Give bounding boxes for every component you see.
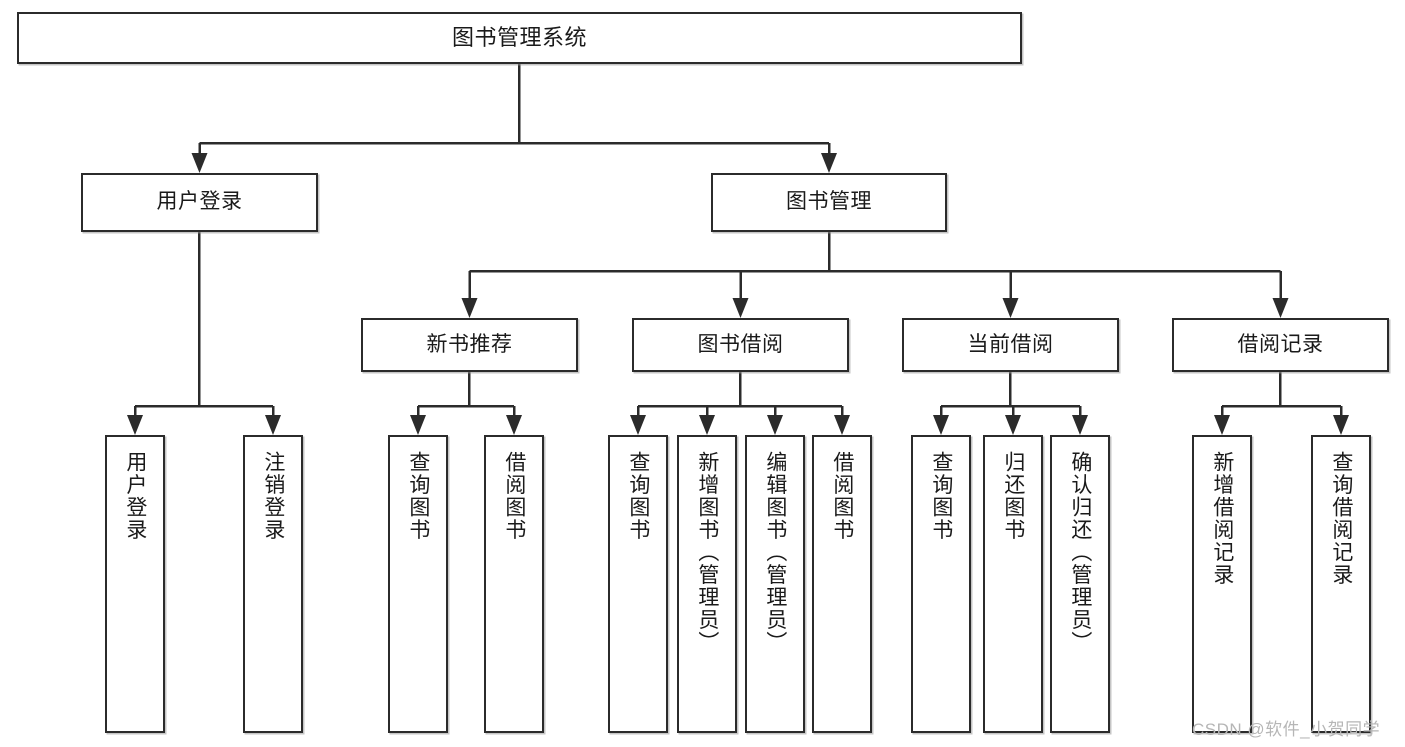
node-label: 借阅图书 bbox=[502, 451, 526, 541]
node-leaf-add-book: 新增图书（管理员） bbox=[677, 435, 737, 733]
node-label: 图书借阅 bbox=[697, 332, 784, 356]
arrowhead-borrow-record bbox=[1272, 298, 1289, 318]
node-label: 借阅记录 bbox=[1237, 332, 1324, 356]
node-label: 归还图书 bbox=[1001, 451, 1025, 541]
node-label: 注销登录 bbox=[261, 451, 285, 541]
node-label: 查询图书 bbox=[626, 451, 650, 541]
arrowhead-leaf-add-record bbox=[1214, 415, 1230, 435]
node-label: 借阅图书 bbox=[830, 451, 854, 541]
arrowhead-current-borrow bbox=[1002, 298, 1019, 318]
node-label: 当前借阅 bbox=[967, 332, 1054, 356]
node-new-book-rec: 新书推荐 bbox=[361, 318, 578, 372]
arrowhead-leaf-borrow-book-2 bbox=[834, 415, 850, 435]
node-leaf-borrow-book-2: 借阅图书 bbox=[812, 435, 872, 733]
node-leaf-return-book: 归还图书 bbox=[983, 435, 1043, 733]
arrowhead-leaf-edit-book bbox=[767, 415, 783, 435]
node-book-manage: 图书管理 bbox=[711, 173, 947, 232]
arrowhead-leaf-query-book-1 bbox=[410, 415, 426, 435]
node-label: 用户登录 bbox=[156, 190, 243, 214]
node-label: 新增借阅记录 bbox=[1210, 451, 1234, 586]
arrowhead-leaf-user-logout bbox=[265, 415, 281, 435]
arrowhead-leaf-return-book bbox=[1005, 415, 1021, 435]
node-label: 编辑图书（管理员） bbox=[763, 451, 787, 654]
node-current-borrow: 当前借阅 bbox=[902, 318, 1119, 372]
node-label: 新增图书（管理员） bbox=[695, 451, 719, 654]
arrowhead-leaf-query-book-3 bbox=[933, 415, 949, 435]
node-label: 图书管理 bbox=[786, 190, 872, 214]
arrowhead-new-book-rec bbox=[461, 298, 478, 318]
node-root: 图书管理系统 bbox=[17, 12, 1022, 64]
node-leaf-query-book-2: 查询图书 bbox=[608, 435, 668, 733]
node-label: 查询图书 bbox=[406, 451, 430, 541]
node-leaf-confirm-return: 确认归还（管理员） bbox=[1050, 435, 1110, 733]
node-leaf-user-login: 用户登录 bbox=[105, 435, 165, 733]
node-borrow-record: 借阅记录 bbox=[1172, 318, 1389, 372]
arrowhead-leaf-query-record bbox=[1333, 415, 1349, 435]
node-leaf-add-record: 新增借阅记录 bbox=[1192, 435, 1252, 733]
node-label: 用户登录 bbox=[123, 451, 147, 541]
arrowhead-leaf-borrow-book-1 bbox=[506, 415, 522, 435]
node-leaf-edit-book: 编辑图书（管理员） bbox=[745, 435, 805, 733]
arrowhead-book-borrow bbox=[732, 298, 749, 318]
node-label: 查询借阅记录 bbox=[1329, 451, 1353, 586]
node-label: 图书管理系统 bbox=[451, 25, 587, 51]
node-leaf-borrow-book-1: 借阅图书 bbox=[484, 435, 544, 733]
node-leaf-query-book-3: 查询图书 bbox=[911, 435, 971, 733]
node-leaf-query-record: 查询借阅记录 bbox=[1311, 435, 1371, 733]
node-label: 确认归还（管理员） bbox=[1068, 451, 1092, 654]
node-label: 查询图书 bbox=[929, 451, 953, 541]
csdn-watermark: CSDN @软件_小贺同学 bbox=[1192, 720, 1381, 739]
arrowhead-leaf-add-book bbox=[699, 415, 715, 435]
node-label: 新书推荐 bbox=[426, 332, 513, 356]
arrowhead-leaf-query-book-2 bbox=[630, 415, 646, 435]
arrowhead-leaf-confirm-return bbox=[1072, 415, 1088, 435]
node-leaf-query-book-1: 查询图书 bbox=[388, 435, 448, 733]
arrowhead-user-login bbox=[191, 153, 208, 173]
node-book-borrow: 图书借阅 bbox=[632, 318, 849, 372]
node-leaf-user-logout: 注销登录 bbox=[243, 435, 303, 733]
node-user-login: 用户登录 bbox=[81, 173, 318, 232]
arrowhead-leaf-user-login bbox=[127, 415, 143, 435]
arrowhead-book-manage bbox=[821, 153, 837, 173]
